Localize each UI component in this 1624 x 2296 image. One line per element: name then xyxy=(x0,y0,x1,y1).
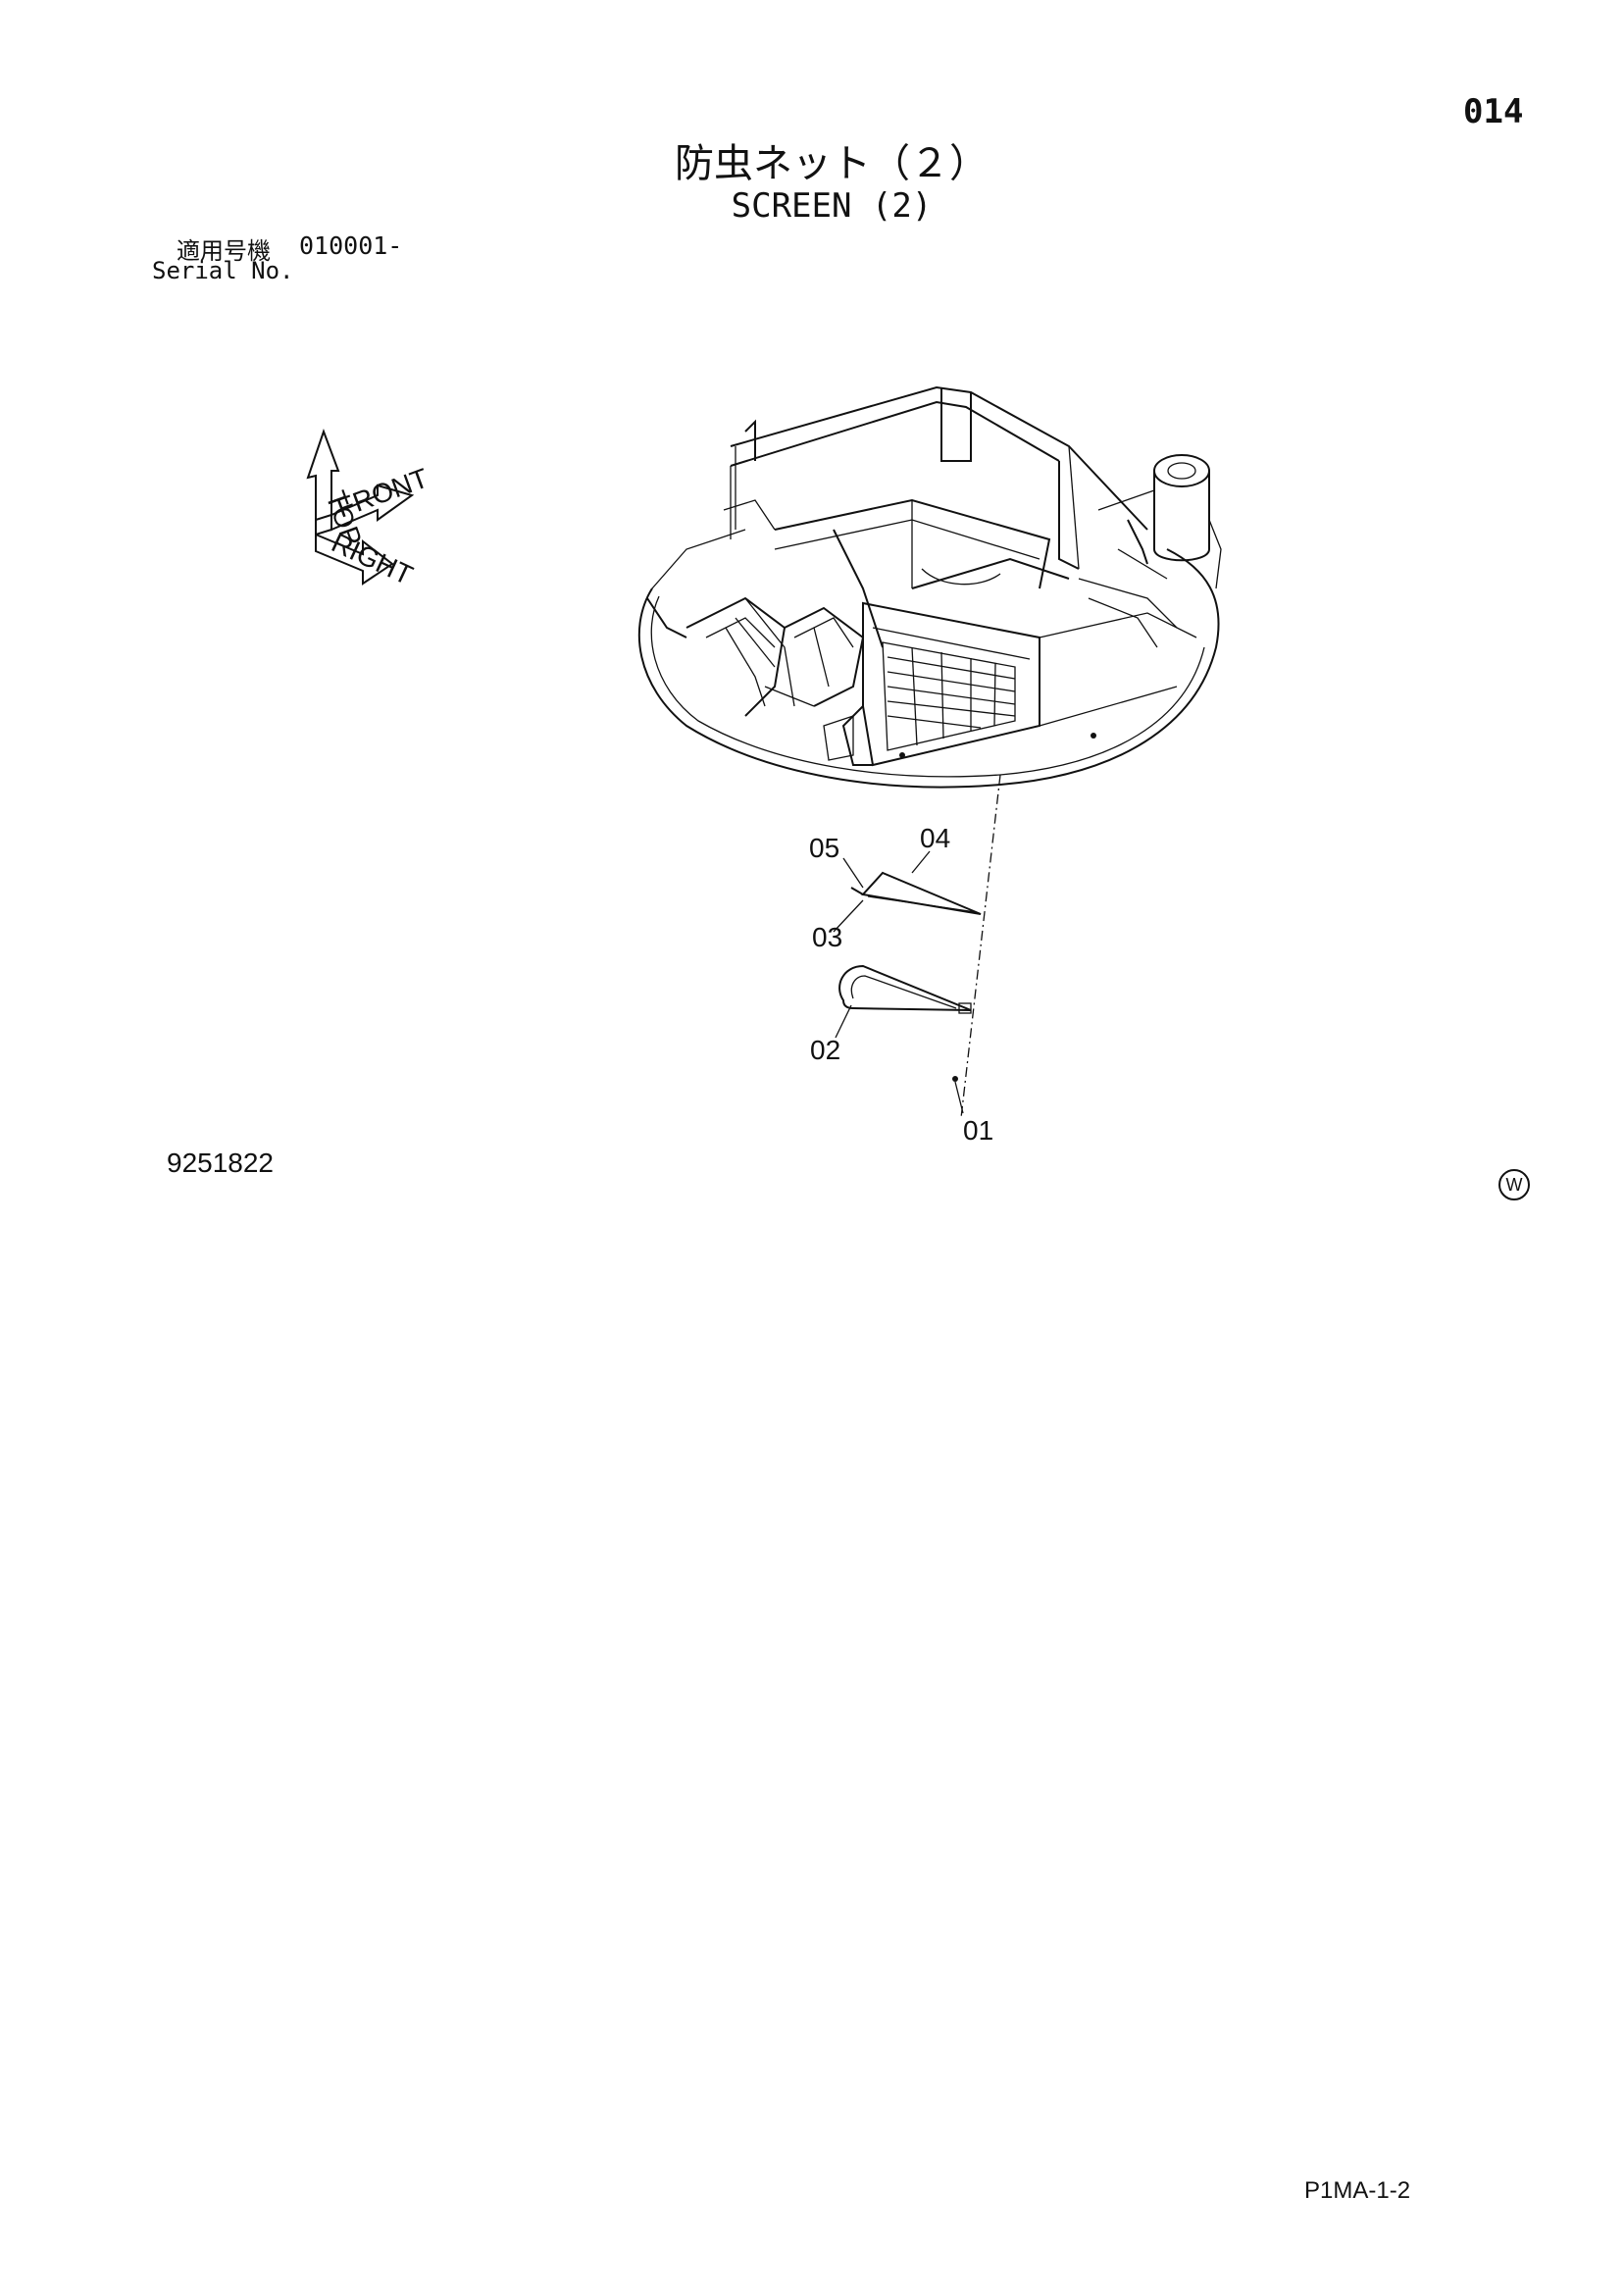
callout-01: 01 xyxy=(963,1115,993,1146)
direction-label-front: FRONT xyxy=(332,463,431,524)
page-title-ja: 防虫ネット（２） xyxy=(675,141,989,186)
callout-03: 03 xyxy=(812,922,842,952)
boom-foot xyxy=(1153,454,1210,487)
direction-label-right: RIGHT xyxy=(327,527,417,590)
upper-frame-drawing xyxy=(637,385,1222,789)
right-arrow-icon xyxy=(315,533,394,586)
side-panel xyxy=(862,601,1040,767)
footer-code: P1MA-1-2 xyxy=(1304,2177,1411,2204)
top-arrow-icon xyxy=(306,429,340,522)
serial-label-ja: 適用号機 xyxy=(177,237,271,265)
grille xyxy=(882,641,1016,751)
front-arrow-icon xyxy=(330,484,415,532)
leader-line xyxy=(960,774,1001,1119)
callout-05: 05 xyxy=(809,833,839,863)
direction-indicator: TOP FRONT RIGHT xyxy=(306,429,432,590)
region-mark-icon: W xyxy=(1498,1169,1530,1200)
part-01-screw xyxy=(952,1076,958,1082)
serial-label-en: Serial No. xyxy=(152,257,294,284)
drawing-number: 9251822 xyxy=(167,1148,275,1178)
part-04-screen xyxy=(861,871,982,915)
page-title-en: SCREEN (2) xyxy=(731,186,933,226)
callout-02: 02 xyxy=(810,1035,840,1065)
deck-outline xyxy=(637,548,1220,789)
callout-04: 04 xyxy=(920,823,950,853)
serial-value: 010001- xyxy=(299,231,403,260)
part-02-gasket xyxy=(838,964,972,1011)
screen-parts xyxy=(833,850,982,1114)
page-number: 014 xyxy=(1463,92,1524,131)
